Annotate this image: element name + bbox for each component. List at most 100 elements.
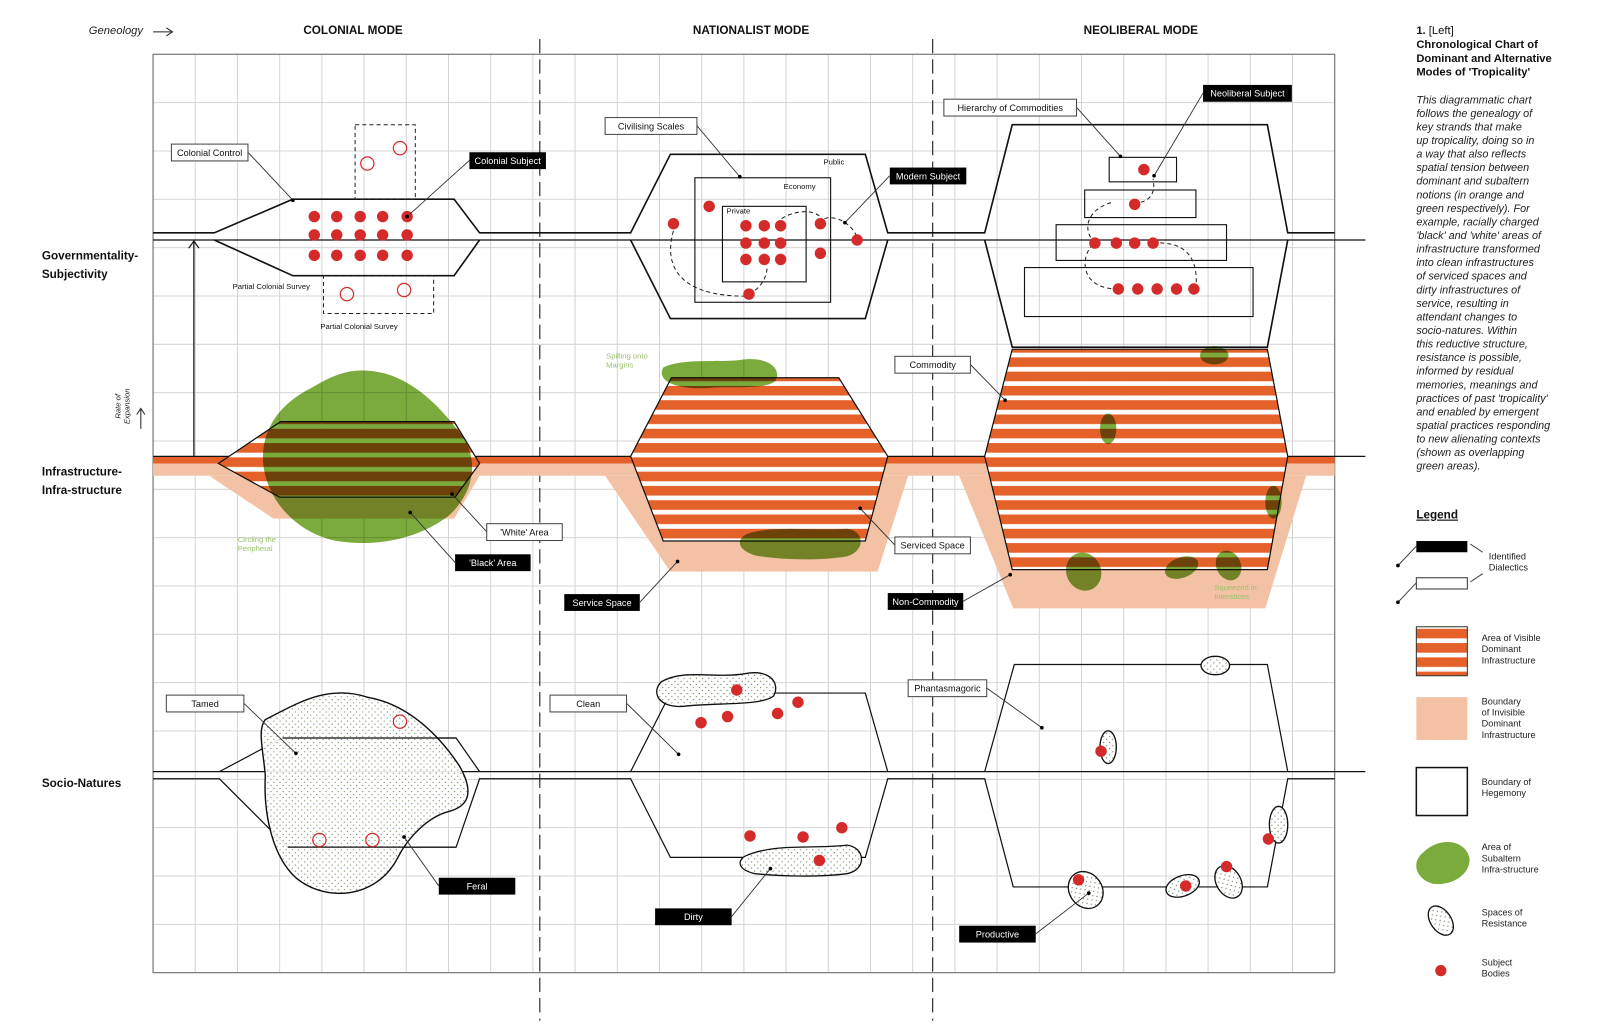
label-hierarchy-of-commodities-text: Hierarchy of Commodities	[957, 103, 1063, 113]
subject-body-dot	[740, 237, 752, 249]
label-tamed-text: Tamed	[191, 699, 219, 709]
nationalist-infrastructure-area	[629, 377, 889, 542]
chart-frame	[152, 53, 1336, 974]
label-civilising-scales: Civilising Scales	[604, 117, 742, 179]
subject-body-dot	[376, 229, 389, 241]
genealogy-label: Geneology	[89, 25, 145, 37]
rate-of-expansion-label: Rate of Expansion	[113, 388, 131, 424]
svg-text:Rate of: Rate of	[113, 393, 122, 419]
label-modern-subject-text: Modern Subject	[896, 171, 961, 181]
subject-body-dot	[401, 249, 413, 262]
subject-body-dot	[667, 217, 680, 230]
partial-colonial-survey-area	[322, 275, 435, 314]
row-label-infrastructure: Infrastructure-Infra-structure	[42, 466, 123, 497]
label-dirty-text: Dirty	[684, 912, 703, 922]
mode-header-nationalist: NATIONALIST MODE	[693, 24, 809, 37]
label-neoliberal-subject: Neoliberal Subject	[1152, 84, 1292, 178]
label-phantasmagoric: Phantasmagoric	[907, 679, 1044, 730]
spaces-of-resistance	[260, 655, 1289, 910]
label-serviced-space-text: Serviced Space	[901, 541, 965, 551]
subject-body-dot	[1095, 745, 1107, 757]
caption-title: Chronological Chart of Dominant and Alte…	[1416, 39, 1555, 79]
subject-body-dot	[1151, 283, 1163, 295]
subject-body-dot	[331, 229, 343, 241]
subject-body-dot	[1147, 237, 1159, 249]
subject-bodies	[308, 140, 1275, 892]
subject-body-dot	[797, 831, 809, 843]
subject-body-dot	[1138, 163, 1150, 176]
subject-body-dot	[814, 217, 827, 230]
label-feral-text: Feral	[467, 882, 488, 892]
subject-movement-paths	[670, 178, 1197, 297]
subject-body-dot	[703, 200, 715, 213]
label-private: Private	[727, 206, 751, 215]
label-economy: Economy	[784, 182, 816, 191]
subject-body-dot	[376, 249, 389, 262]
partial-subject-circle	[365, 832, 380, 848]
subject-body-dot	[331, 210, 343, 223]
label-black-area: 'Black' Area	[408, 510, 531, 572]
subject-body-dot	[1170, 283, 1183, 295]
subject-body-dot	[743, 288, 755, 300]
subject-body-dot	[308, 210, 320, 223]
subject-body-dot	[1180, 880, 1192, 892]
label-productive-text: Productive	[976, 929, 1019, 939]
label-colonial-subject: Colonial Subject	[405, 152, 546, 219]
label-serviced-space: Serviced Space	[858, 506, 971, 555]
label-modern-subject: Modern Subject	[843, 167, 967, 225]
subject-body-dot	[851, 234, 863, 246]
subject-body-dot	[1072, 874, 1085, 886]
subject-body-dot	[1128, 237, 1141, 249]
label-neoliberal-subject-text: Neoliberal Subject	[1210, 89, 1285, 99]
subject-body-dot	[1220, 860, 1233, 873]
label-phantasmagoric-text: Phantasmagoric	[914, 684, 981, 694]
partial-subject-circle	[339, 286, 355, 302]
subject-body-dot	[1110, 237, 1123, 249]
subject-body-dot	[331, 249, 343, 262]
subject-body-dot	[744, 830, 756, 842]
subject-body-dot	[721, 710, 734, 723]
label-non-commodity: Non-Commodity	[887, 572, 1013, 610]
subject-body-dot	[740, 220, 752, 232]
row-label-socio-natures: Socio-Natures	[42, 777, 122, 790]
mode-header-colonial: COLONIAL MODE	[303, 24, 403, 37]
subject-body-dot	[376, 210, 389, 223]
label-colonial-control-text: Colonial Control	[177, 148, 242, 158]
genealogy-arrow-icon	[153, 27, 174, 37]
subaltern-infrastructure-areas	[262, 346, 1282, 591]
label-clean-text: Clean	[576, 699, 600, 709]
subject-body-dot	[792, 696, 804, 708]
label-service-space-text: Service Space	[572, 598, 631, 608]
rate-arrow-icon	[136, 407, 146, 429]
label-partial-colonial-survey: Partial Colonial Survey	[233, 282, 310, 291]
partial-subject-circle	[360, 156, 375, 171]
subject-body-dot	[774, 220, 787, 232]
subject-body-dot	[758, 220, 771, 232]
hegemony-boundaries-governmentality	[153, 123, 1335, 348]
subject-body-dot	[731, 684, 743, 696]
row-label-governmentality: Governmentality-Subjectivity	[42, 249, 138, 280]
subject-body-dot	[354, 210, 366, 223]
label-clean: Clean	[549, 694, 681, 757]
label-hierarchy-of-commodities: Hierarchy of Commodities	[943, 98, 1123, 159]
label-civilising-scales-text: Civilising Scales	[618, 121, 685, 131]
subject-body-dot	[1128, 198, 1141, 211]
subject-body-dot	[354, 249, 366, 262]
subject-body-dot	[771, 707, 784, 720]
label-black-area-text: 'Black' Area	[469, 558, 517, 568]
subject-body-dot	[1188, 283, 1200, 295]
partial-subject-circle	[396, 282, 412, 298]
subject-body-dot	[308, 249, 320, 262]
